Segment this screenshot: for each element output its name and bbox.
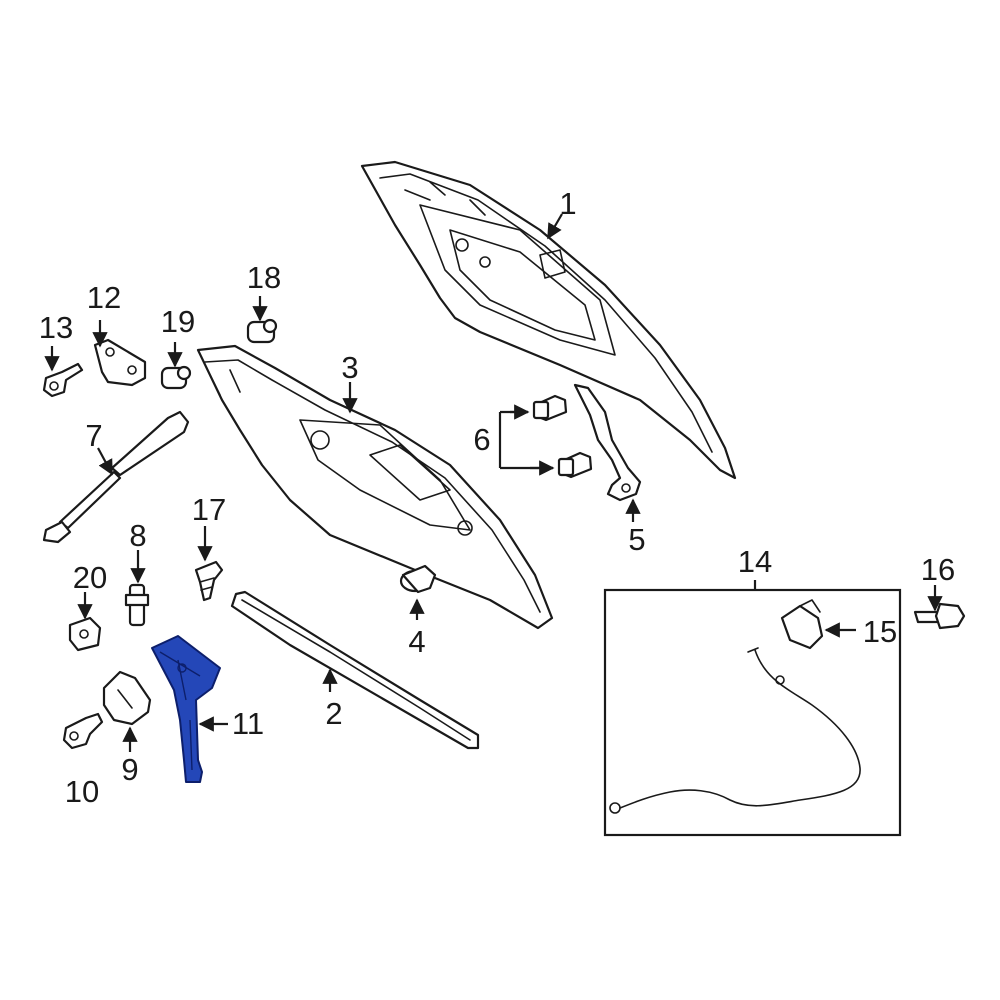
callout-labels: 1 3 2 4 5 6 7 12 13 19 18 17 8 20 11 9 1… <box>39 186 955 809</box>
callout-8: 8 <box>129 518 146 553</box>
callout-16: 16 <box>921 552 955 587</box>
callout-1: 1 <box>559 186 576 221</box>
hood-support-bracket-highlighted[interactable] <box>151 635 221 783</box>
callout-20: 20 <box>73 560 107 595</box>
hinge-bolt-upper[interactable] <box>532 394 568 422</box>
callout-3: 3 <box>341 350 358 385</box>
latch-bracket[interactable] <box>102 670 152 726</box>
callout-5: 5 <box>628 522 645 557</box>
callout-19: 19 <box>161 304 195 339</box>
release-cable-kit[interactable] <box>603 588 902 837</box>
callout-12: 12 <box>87 280 121 315</box>
callout-9: 9 <box>121 752 138 787</box>
prop-rod-stud[interactable] <box>124 583 150 627</box>
callout-13: 13 <box>39 310 73 345</box>
hood-lift-support[interactable] <box>42 410 190 544</box>
leader-lines <box>44 213 943 752</box>
strut-bumper-18[interactable] <box>246 318 278 344</box>
latch-bolt[interactable] <box>913 602 966 630</box>
hood-bumper[interactable] <box>399 564 437 594</box>
hood-hinge[interactable] <box>573 383 642 502</box>
push-pin-retainer[interactable] <box>194 560 224 602</box>
hood-seal[interactable] <box>230 590 480 750</box>
hinge-bolt-lower[interactable] <box>557 451 593 479</box>
clip-nut[interactable] <box>68 616 102 652</box>
strut-bracket[interactable] <box>93 338 147 387</box>
hood-panel[interactable] <box>360 160 737 480</box>
callout-17: 17 <box>192 492 226 527</box>
callout-14: 14 <box>738 544 772 579</box>
hood-insulator[interactable] <box>196 344 554 630</box>
callout-18: 18 <box>247 260 281 295</box>
callout-7: 7 <box>85 418 102 453</box>
callout-15: 15 <box>863 614 897 649</box>
callout-10: 10 <box>65 774 99 809</box>
callout-4: 4 <box>408 624 425 659</box>
strut-bumper-19[interactable] <box>160 365 192 390</box>
callout-11: 11 <box>232 706 264 741</box>
callout-6: 6 <box>473 422 490 457</box>
callout-2: 2 <box>325 696 342 731</box>
latch-bracket-bolt[interactable] <box>62 712 104 750</box>
bracket-bolt[interactable] <box>42 362 84 398</box>
